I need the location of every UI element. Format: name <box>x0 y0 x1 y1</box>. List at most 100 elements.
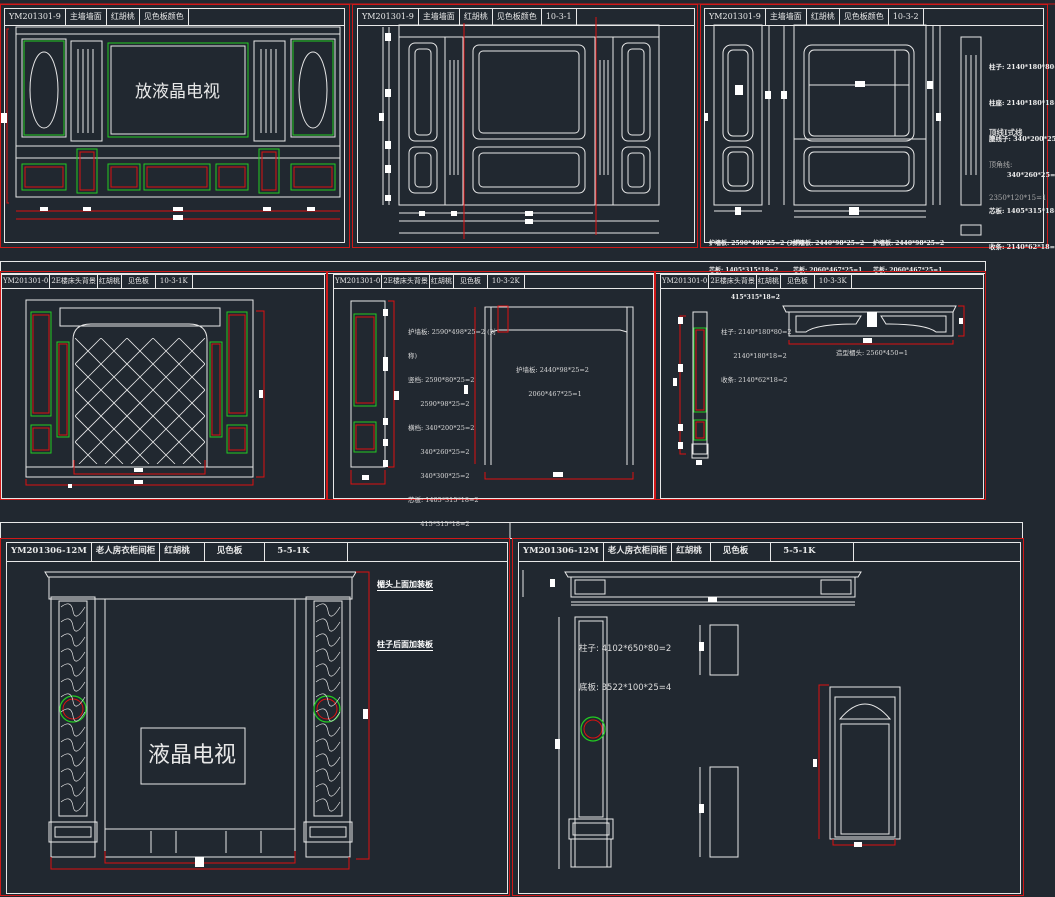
tufting-line <box>75 338 154 417</box>
title-color: 见色板颜色 <box>493 9 542 25</box>
note-line: 称) <box>408 352 418 360</box>
tv-label: 放液晶电视 <box>135 82 220 102</box>
tufting-line <box>257 338 328 464</box>
title-name: 2E楼床头背景 <box>50 275 98 288</box>
title-block: YM201306-12M 老人房衣柜间柜 红胡桃 见色板 5-5-1K <box>519 543 1020 562</box>
title-color: 见色板 <box>781 275 815 288</box>
title-block: YM201301-9 主墙墙面 红胡桃 见色板颜色 <box>5 9 344 26</box>
title-code: YM201301-0 <box>661 275 710 288</box>
carving-stroke <box>315 783 341 797</box>
note-line: 护墙板: 2590*498*25=2 (对 <box>408 328 497 336</box>
title-number: 5-5-1K <box>771 543 855 561</box>
title-code: YM201301-9 <box>358 9 419 25</box>
carving-stroke <box>315 753 341 767</box>
carving-stroke <box>315 633 341 647</box>
leader-note-lintel: 楣头上面加装板 <box>377 580 433 591</box>
note-line: 护墙板: 2440*98*25=2 <box>873 240 945 247</box>
note-line: 2060*467*25=1 <box>516 390 582 398</box>
title-number: 10-3-1 <box>542 9 577 25</box>
tufting-line <box>235 338 328 464</box>
title-color: 见色板 <box>454 275 488 288</box>
sheet-2[interactable]: YM201301-9 主墙墙面 红胡桃 见色板颜色 10-3-1 <box>352 4 698 248</box>
title-code: YM201306-12M <box>519 543 604 561</box>
title-material: 红胡桃 <box>757 275 781 288</box>
carving-stroke <box>315 663 341 677</box>
title-color: 见色板颜色 <box>140 9 189 25</box>
carving-stroke <box>60 783 86 797</box>
sheet-1[interactable]: YM201301-9 主墙墙面 红胡桃 见色板颜色 <box>0 4 350 248</box>
column-drawing <box>673 305 965 465</box>
tufting-line <box>126 338 205 417</box>
note-line: 腰线子: 340*200*25=2 <box>989 135 1055 143</box>
note-line: 芯板: 2060*467*25=1 <box>873 267 943 274</box>
carving-stroke <box>315 648 341 662</box>
carving-stroke <box>60 723 86 737</box>
moulding-note: 顶线Ⅰ式线 顶角线: 2350*120*15=1 <box>989 105 1046 226</box>
tufting-line <box>1 338 45 464</box>
wardrobe-components <box>522 570 901 869</box>
bottom-left-notes: 护墙板: 2590*498*25=2 (对称) 芯板: 1405*315*18=… <box>709 221 804 320</box>
carving-stroke <box>60 753 86 767</box>
note-line: 柱子: 2140*180*80=2 <box>721 328 792 336</box>
carving-stroke <box>60 648 86 662</box>
note-line: 340*300*25=2 <box>408 472 470 480</box>
sheet-3[interactable]: YM201301-9 主墙墙面 红胡桃 见色板颜色 10-3-2 柱子: 214… <box>700 4 1055 301</box>
sheet-7[interactable]: YM201306-12M 老人房衣柜间柜 红胡桃 见色板 5-5-1K 液晶电视… <box>0 538 510 896</box>
title-number: 10-3-2 <box>889 9 924 25</box>
note-line: 芯板: 2060*467*25=1 <box>793 267 863 274</box>
tufting-line <box>75 338 128 391</box>
carving-stroke <box>60 633 86 647</box>
carving-stroke <box>315 768 341 782</box>
leader-note-column: 柱子后面加装板 <box>377 640 433 651</box>
elevation-drawing <box>379 17 660 239</box>
elevation-drawing <box>1 26 341 220</box>
tufting-line <box>75 338 202 464</box>
title-color: 见色板 <box>205 543 266 561</box>
carving-stroke <box>315 708 341 722</box>
tufting-line <box>75 441 98 464</box>
sheet-4[interactable]: YM201301-0 2E楼床头背景 红胡桃 见色板 10-3-1K <box>0 271 327 500</box>
title-block: YM201301-0 2E楼床头背景 红胡桃 见色板 10-3-1K <box>2 275 324 289</box>
sheet-5[interactable]: YM201301-0 2E楼床头背景 红胡桃 见色板 10-3-2K 护墙板: … <box>327 271 655 528</box>
carving-stroke <box>60 663 86 677</box>
carving-stroke <box>315 618 341 632</box>
carving-stroke <box>315 603 341 617</box>
title-material: 红胡桃 <box>460 9 493 25</box>
tufting-line <box>100 338 205 443</box>
title-block: YM201301-0 2E楼床头背景 红胡桃 见色板 10-3-2K <box>334 275 653 289</box>
title-number: 10-3-3K <box>815 275 852 288</box>
title-material: 红胡桃 <box>160 543 205 561</box>
carving-stroke <box>315 738 341 752</box>
title-number: 10-3-2K <box>488 275 525 288</box>
tufting-line <box>75 389 150 464</box>
bottom-right-notes: 护墙板: 2440*98*25=2 芯板: 2060*467*25=1 <box>873 221 944 293</box>
carving-stroke <box>60 693 86 707</box>
carving-stroke <box>60 768 86 782</box>
title-material: 红胡桃 <box>672 543 711 561</box>
tufting-line <box>78 338 205 464</box>
note-line: 收条: 2140*62*18=2 <box>721 376 788 384</box>
tufting-line <box>104 363 205 464</box>
carving-stroke <box>315 693 341 707</box>
note-line: 芯板: 1405*315*18=2 <box>709 267 779 274</box>
sheet-6[interactable]: YM201301-0 2E楼床头背景 红胡桃 见色板 10-3-3K 柱子: 2… <box>655 271 986 500</box>
tufting-line <box>178 338 205 365</box>
title-color: 见色板颜色 <box>840 9 889 25</box>
tufting-line <box>156 415 205 464</box>
tufting-line <box>1 338 49 464</box>
note-line: 护墙板: 2440*98*25=2 <box>793 240 865 247</box>
carving-stroke <box>315 678 341 692</box>
carving-stroke <box>60 603 86 617</box>
title-number: 5-5-1K <box>265 543 349 561</box>
tufting-line <box>283 338 328 464</box>
title-block: YM201306-12M 老人房衣柜间柜 红胡桃 见色板 5-5-1K <box>7 543 507 562</box>
title-color: 见色板 <box>711 543 772 561</box>
title-code: YM201301-9 <box>5 9 66 25</box>
note-line: 柱座: 2140*180*18=2 <box>989 99 1055 107</box>
note-line: 护墙板: 2440*98*25=2 <box>516 366 589 374</box>
component-drawing <box>704 24 982 236</box>
title-name: 2E楼床头背景 <box>709 275 757 288</box>
component-notes: 柱子: 4102*650*80=2 底板: 3522*100*25=4 <box>579 617 671 721</box>
sheet-8[interactable]: YM201306-12M 老人房衣柜间柜 红胡桃 见色板 5-5-1K 柱子: <box>512 538 1024 896</box>
tv-box <box>140 727 246 785</box>
